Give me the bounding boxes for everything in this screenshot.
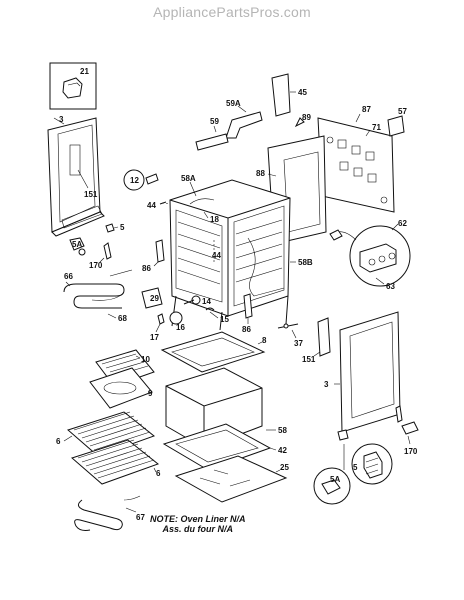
callout-89: 89 [302,113,311,122]
callout-62: 62 [398,219,407,228]
callout-71: 71 [372,123,381,132]
callout-14: 14 [202,297,211,306]
part-21-inset: 21 [49,62,97,110]
note-line-2: Ass. du four N/A [162,524,234,534]
oven-racks: 6 6 [56,411,161,485]
callout-9: 9 [148,389,153,398]
callout-5a-left: 5A [72,240,82,249]
callout-58: 58 [278,426,287,435]
sensor-left: 86 [142,239,165,273]
callout-59: 59 [210,117,219,126]
callout-10: 10 [141,355,150,364]
oven-bottom-assembly: 8 58 42 25 [160,331,289,503]
callout-5a-right: 5A [330,475,340,484]
callout-29: 29 [150,294,159,303]
callout-63: 63 [386,282,395,291]
callout-37: 37 [294,339,303,348]
sensor-right: 86 [242,293,253,334]
callout-3-left: 3 [59,115,64,124]
callout-18: 18 [210,215,219,224]
oven-light: 12 44 [123,169,171,210]
oven-cavity: 58A 18 44 58B [169,174,313,331]
callout-6-bottom: 6 [156,469,161,478]
callout-8: 8 [262,336,267,345]
callout-12: 12 [130,176,139,185]
callout-86-left: 86 [142,264,151,273]
broil-pan: 10 9 [89,349,155,409]
callout-5-right: 5 [353,463,358,472]
oven-door-left: 3 151 [47,115,105,237]
callout-21: 21 [80,67,89,76]
callout-88: 88 [256,169,265,178]
callout-17: 17 [150,333,159,342]
hinge-parts-left: 5 5A 170 [69,223,125,270]
callout-5-left: 5 [120,223,125,232]
note-text: NOTE: Oven Liner N/A Ass. du four N/A [150,514,246,534]
callout-57: 57 [398,107,407,116]
callout-151-left: 151 [84,190,98,199]
callout-45: 45 [298,88,307,97]
callout-25: 25 [280,463,289,472]
callout-68: 68 [118,314,127,323]
callout-15: 15 [220,315,229,324]
callout-59a: 59A [226,99,241,108]
callout-67: 67 [136,513,145,522]
terminal-block: 62 63 [329,219,411,291]
callout-44-inner: 44 [212,251,221,260]
callout-170-left: 170 [89,261,103,270]
callout-170-right: 170 [404,447,418,456]
callout-86-right: 86 [242,325,251,334]
callout-151-right: 151 [302,355,316,364]
hinge-parts-right: 170 5 5A [313,405,419,505]
callout-42: 42 [278,446,287,455]
watermark: AppliancePartsPros.com [153,4,311,20]
callout-16: 16 [176,323,185,332]
callout-44-outer: 44 [147,201,156,210]
callout-87: 87 [362,105,371,114]
callout-58a: 58A [181,174,196,183]
callout-3-right: 3 [324,380,329,389]
bake-element: 66 68 [63,269,133,323]
callout-6-top: 6 [56,437,61,446]
broil-element: 67 [74,495,145,531]
callout-66: 66 [64,272,73,281]
latch-parts: 29 14 15 16 17 [141,287,229,342]
top-vent-parts: 45 59A 59 [195,73,307,151]
oven-door-right: 151 37 3 [277,311,401,433]
note-line-1: NOTE: Oven Liner N/A [150,514,246,524]
callout-58b: 58B [298,258,313,267]
